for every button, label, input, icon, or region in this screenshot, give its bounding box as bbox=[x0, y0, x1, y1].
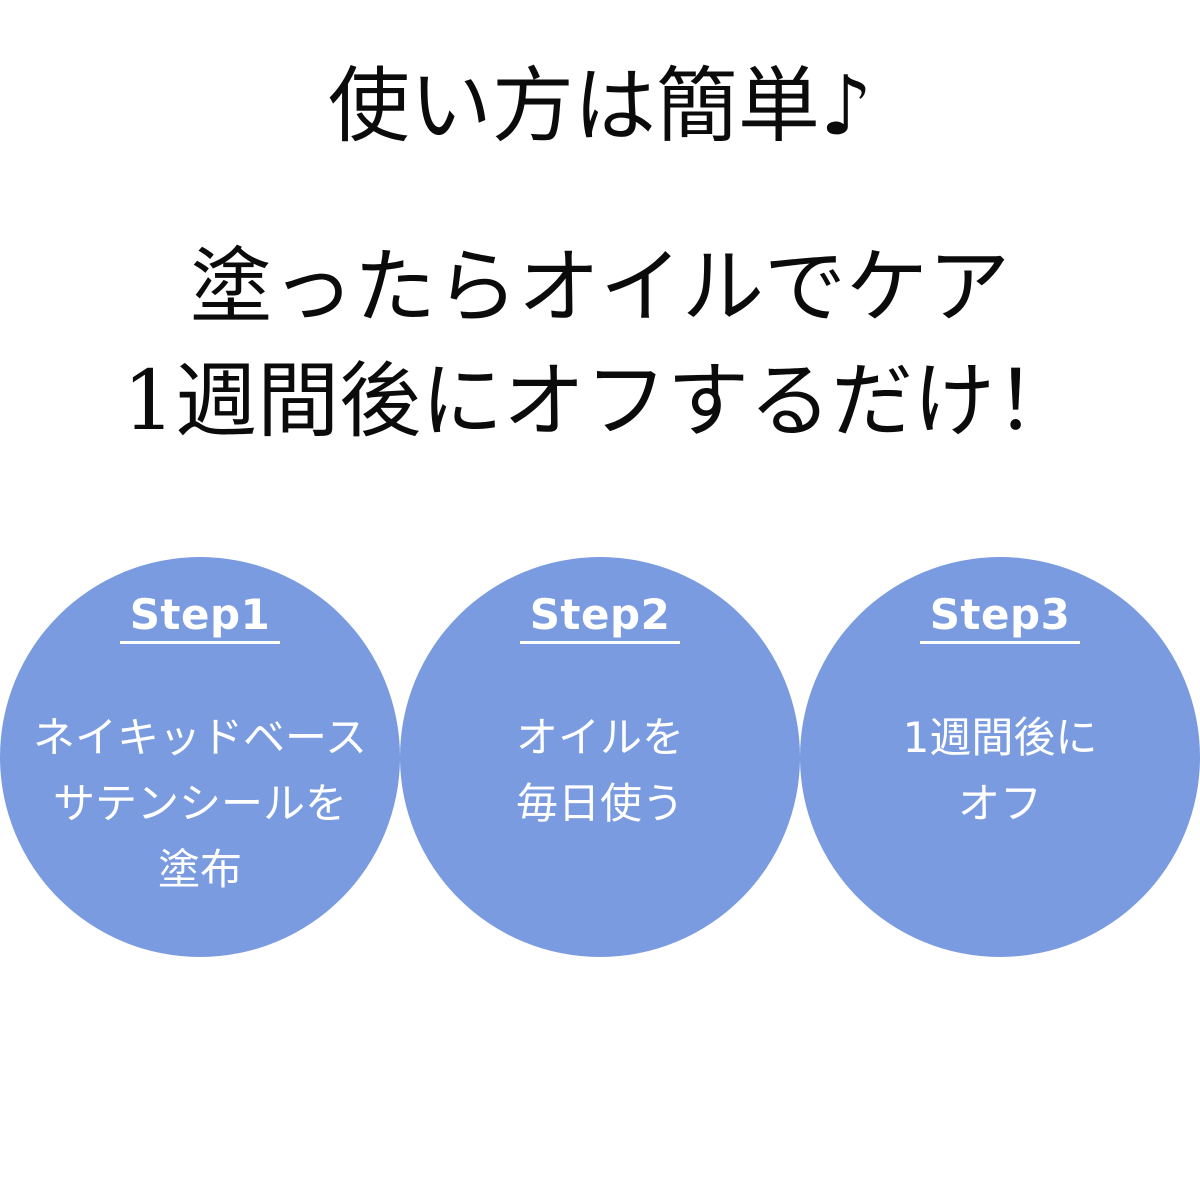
step-3-description: 1週間後に オフ bbox=[800, 705, 1200, 837]
step-1-line-2: サテンシールを bbox=[52, 779, 347, 828]
step-1-underline bbox=[120, 641, 280, 644]
step-2-underline bbox=[520, 641, 680, 644]
page-title: 使い方は簡単♪ bbox=[327, 59, 873, 154]
subtitle-line-1: 塗ったらオイルでケア bbox=[189, 240, 1010, 335]
step-3-underline bbox=[920, 641, 1080, 644]
step-3-circle: Step3 1週間後に オフ bbox=[800, 557, 1200, 957]
step-1-label: Step1 bbox=[129, 590, 271, 639]
step-2-label: Step2 bbox=[529, 590, 671, 639]
step-2-description: オイルを 毎日使う bbox=[400, 705, 800, 837]
step-3-line-1: 1週間後に bbox=[902, 713, 1098, 762]
subtitle-line-2: 1週間後にオフするだけ！ bbox=[122, 354, 1078, 449]
step-2-line-2: 毎日使う bbox=[515, 779, 684, 828]
step-3-label: Step3 bbox=[929, 590, 1071, 639]
step-1-line-1: ネイキッドベース bbox=[33, 713, 367, 762]
step-1-circle: Step1 ネイキッドベース サテンシールを 塗布 bbox=[0, 557, 400, 957]
step-1-description: ネイキッドベース サテンシールを 塗布 bbox=[0, 705, 400, 903]
step-1-line-3: 塗布 bbox=[157, 845, 242, 894]
step-3-line-2: オフ bbox=[957, 779, 1042, 828]
step-2-line-1: オイルを bbox=[515, 713, 684, 762]
step-2-circle: Step2 オイルを 毎日使う bbox=[400, 557, 800, 957]
